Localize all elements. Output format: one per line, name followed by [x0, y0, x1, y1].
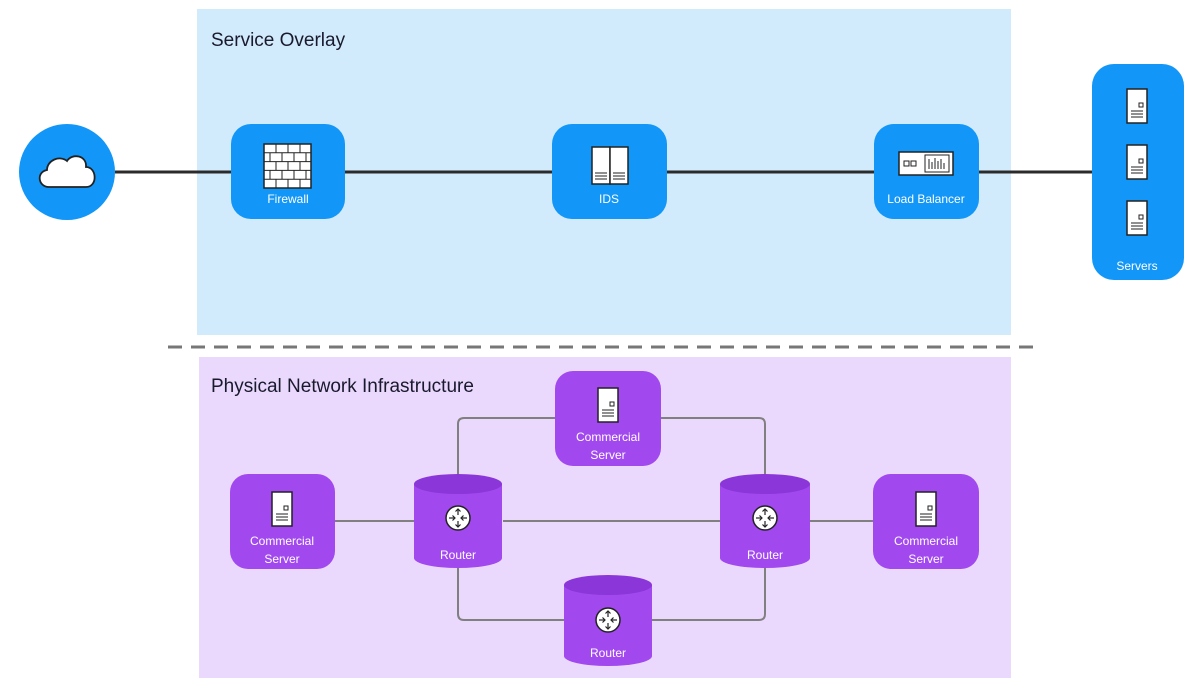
firewall-node: Firewall [231, 124, 345, 219]
commercial-server-right-label-1: Commercial [894, 534, 958, 548]
physical-links [335, 417, 874, 621]
server-icon [1126, 200, 1148, 236]
router-icon [595, 607, 621, 633]
link-router-bottom-router-right [652, 568, 766, 621]
commercial-server-top-node: Commercial Server [555, 371, 661, 466]
internet-cloud-node [19, 124, 115, 220]
servers-node: Servers [1092, 64, 1184, 280]
ids-label: IDS [599, 192, 619, 206]
firewall-label: Firewall [267, 192, 308, 206]
server-icon [1126, 88, 1148, 124]
router-bottom-node: Router [564, 575, 652, 666]
router-left-label: Router [440, 548, 476, 562]
commercial-server-left-node: Commercial Server [230, 474, 335, 569]
commercial-server-right-node: Commercial Server [873, 474, 979, 569]
load-balancer-icon [898, 151, 954, 176]
link-router-left-cs-top [457, 417, 556, 478]
commercial-server-top-label-2: Server [590, 448, 625, 462]
commercial-server-left-label-2: Server [264, 552, 299, 566]
router-bottom-label: Router [590, 646, 626, 660]
physical-network-title: Physical Network Infrastructure [211, 376, 474, 397]
load-balancer-node: Load Balancer [874, 124, 979, 219]
ids-icon [591, 146, 629, 185]
commercial-server-right-label-2: Server [908, 552, 943, 566]
cloud-icon [38, 155, 96, 188]
server-icon [271, 491, 293, 527]
commercial-server-left-label-1: Commercial [250, 534, 314, 548]
service-overlay-title: Service Overlay [211, 30, 346, 51]
router-left-node: Router [414, 474, 502, 568]
server-icon [597, 387, 619, 423]
ids-node: IDS [552, 124, 667, 219]
servers-label: Servers [1116, 259, 1157, 273]
load-balancer-label: Load Balancer [887, 192, 964, 206]
firewall-icon [263, 143, 312, 189]
server-icon [1126, 144, 1148, 180]
router-icon [752, 505, 778, 531]
router-right-node: Router [720, 474, 810, 568]
router-icon [445, 505, 471, 531]
commercial-server-top-label-1: Commercial [576, 430, 640, 444]
server-icon [915, 491, 937, 527]
router-right-label: Router [747, 548, 783, 562]
link-router-left-router-bottom [457, 568, 564, 621]
link-cs-top-router-right [660, 417, 766, 478]
